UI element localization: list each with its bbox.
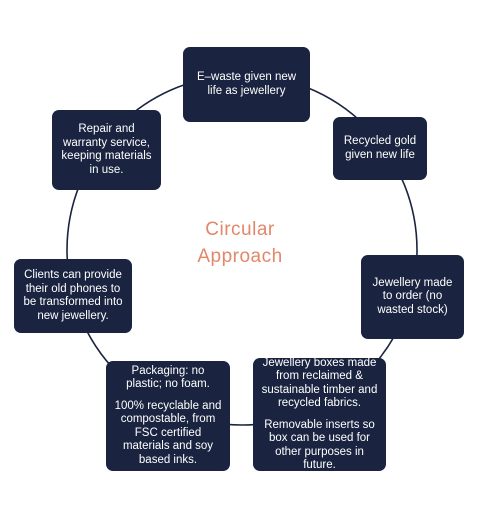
step-ewaste-text: E–waste given new life as jewellery: [196, 71, 297, 97]
step-jewellery-boxes-text2: Removable inserts so box can be used for…: [264, 418, 375, 472]
step-recycled-gold-text: Recycled gold given new life: [343, 135, 417, 161]
step-recycled-gold: Recycled gold given new life: [333, 117, 427, 180]
step-packaging: Packaging: no plastic; no foam. 100% rec…: [106, 361, 230, 471]
step-packaging-text: Packaging: no plastic; no foam.: [126, 364, 210, 391]
step-packaging-text2: 100% recyclable and compostable, from FS…: [114, 399, 222, 466]
step-old-phones-text: Clients can provide their old phones to …: [23, 269, 123, 322]
step-made-to-order: Jewellery made to order (no wasted stock…: [361, 255, 464, 339]
center-title: Circular Approach: [160, 216, 320, 270]
step-repair-text: Repair and warranty service, keeping mat…: [61, 123, 152, 176]
step-jewellery-boxes: Jewellery boxes made from reclaimed & su…: [253, 356, 386, 472]
step-jewellery-boxes-text: Jewellery boxes made from reclaimed & su…: [261, 356, 378, 410]
step-repair: Repair and warranty service, keeping mat…: [52, 110, 161, 190]
step-ewaste: E–waste given new life as jewellery: [183, 47, 310, 122]
step-old-phones: Clients can provide their old phones to …: [14, 259, 132, 333]
step-made-to-order-text: Jewellery made to order (no wasted stock…: [372, 276, 453, 316]
center-title-line1: Circular: [205, 219, 275, 240]
center-title-line2: Approach: [197, 246, 283, 267]
